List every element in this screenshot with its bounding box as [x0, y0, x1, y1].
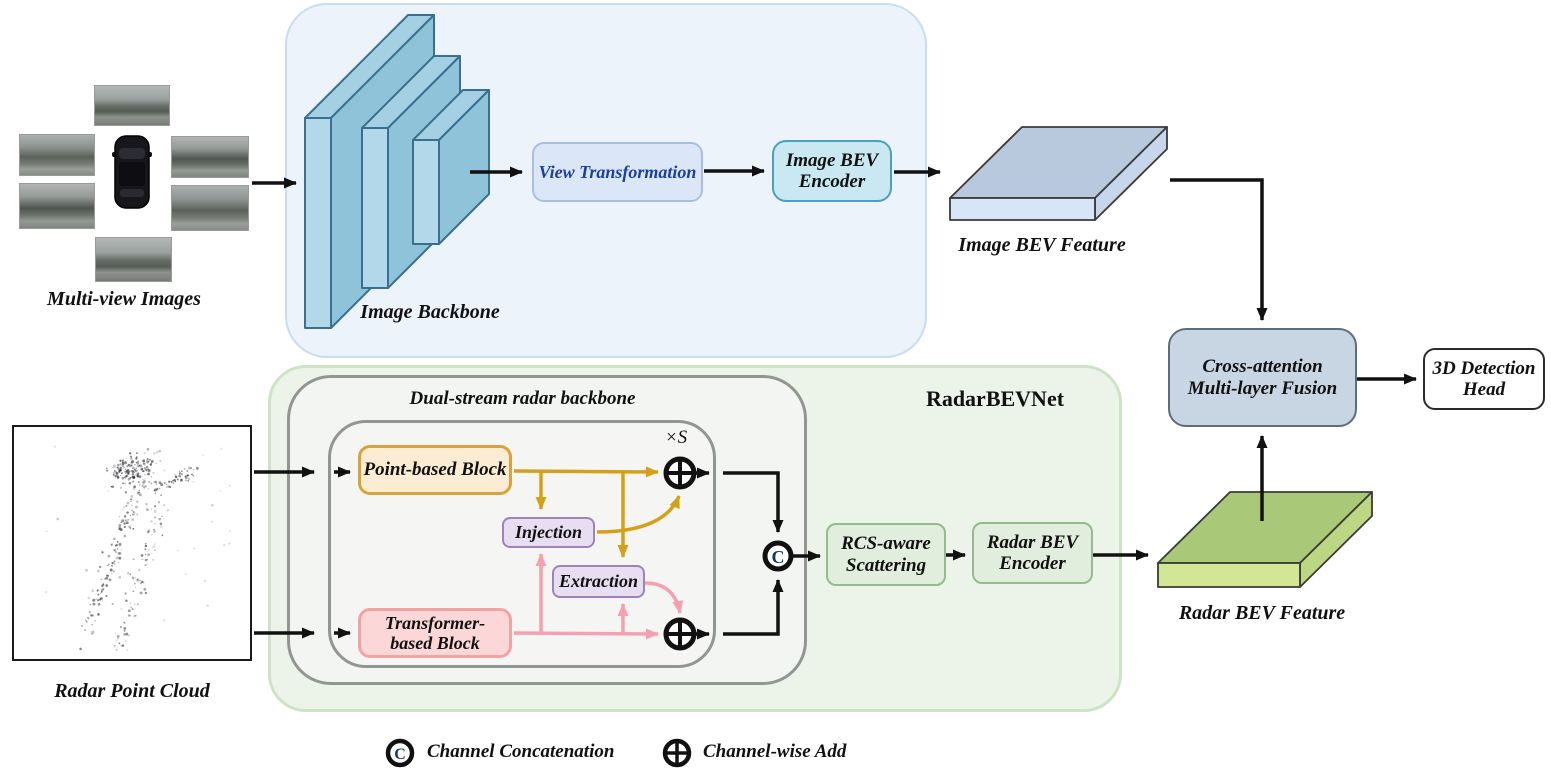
image-bev-encoder-line1: Image BEV — [785, 149, 879, 171]
transformer-block-line1: Transformer- — [384, 612, 486, 633]
extraction-label: Extraction — [558, 571, 638, 592]
transformer-block-line2: based Block — [390, 633, 480, 653]
image-bev-encoder-line2: Encoder — [798, 171, 866, 192]
camera-image-front-left — [19, 134, 95, 176]
rcs-line2: Scattering — [845, 554, 927, 576]
radar-bev-encoder-box: Radar BEV Encoder — [972, 522, 1093, 584]
image-bev-feature-label: Image BEV Feature — [958, 234, 1126, 256]
dual-stream-backbone-title: Dual-stream radar backbone — [409, 388, 636, 409]
fusion-line2: Multi-layer Fusion — [1187, 377, 1338, 399]
multi-view-images-label: Multi-view Images — [47, 288, 201, 310]
radar-bev-encoder-line2: Encoder — [999, 553, 1066, 574]
detection-head-line1: 3D Detection — [1432, 357, 1536, 379]
extraction-box: Extraction — [552, 565, 645, 598]
radar-point-cloud-dots — [45, 445, 232, 652]
radarbevnet-title: RadarBEVNet — [925, 386, 1065, 411]
image-bev-encoder-box: Image BEV Encoder — [772, 140, 892, 202]
rcs-aware-scattering-box: RCS-aware Scattering — [826, 523, 946, 586]
rcs-line1: RCS-aware — [841, 533, 931, 555]
image-backbone-label: Image Backbone — [360, 301, 500, 323]
ego-car-icon — [112, 135, 152, 209]
radar-point-cloud-label: Radar Point Cloud — [54, 680, 210, 702]
legend-concat-label: Channel Concatenation — [427, 741, 615, 762]
radar-bev-feature-label: Radar BEV Feature — [1178, 602, 1346, 624]
view-transformation-label: View Transformation — [538, 161, 697, 182]
camera-image-front — [94, 85, 170, 126]
detection-head-box: 3D Detection Head — [1423, 348, 1545, 410]
legend-concat-icon: C — [385, 738, 415, 768]
radar-bev-encoder-line1: Radar BEV — [986, 531, 1079, 553]
camera-image-back-right — [171, 185, 249, 231]
repeat-times-s-label: ×S — [664, 427, 688, 448]
camera-image-back — [95, 237, 172, 282]
cross-attention-fusion-box: Cross-attention Multi-layer Fusion — [1168, 328, 1357, 427]
radar-point-cloud-image — [12, 425, 252, 661]
arrow-imagebev-to-fusion — [1170, 178, 1268, 321]
view-transformation-box: View Transformation — [532, 142, 703, 202]
injection-box: Injection — [502, 517, 595, 548]
camera-image-back-left — [19, 183, 95, 229]
legend-concat-letter: C — [394, 746, 406, 763]
transformer-based-block-box: Transformer- based Block — [358, 608, 512, 658]
legend-add-label: Channel-wise Add — [703, 741, 847, 762]
legend-add-icon — [662, 738, 692, 768]
detection-head-line2: Head — [1462, 379, 1506, 400]
image-bev-feature-slab — [949, 126, 1168, 221]
point-based-block-box: Point-based Block — [358, 445, 512, 495]
radar-bev-feature-slab — [1157, 491, 1373, 588]
fusion-line1: Cross-attention — [1202, 356, 1323, 378]
camera-image-front-right — [171, 136, 249, 178]
point-based-block-label: Point-based Block — [363, 459, 507, 481]
injection-label: Injection — [514, 522, 582, 543]
